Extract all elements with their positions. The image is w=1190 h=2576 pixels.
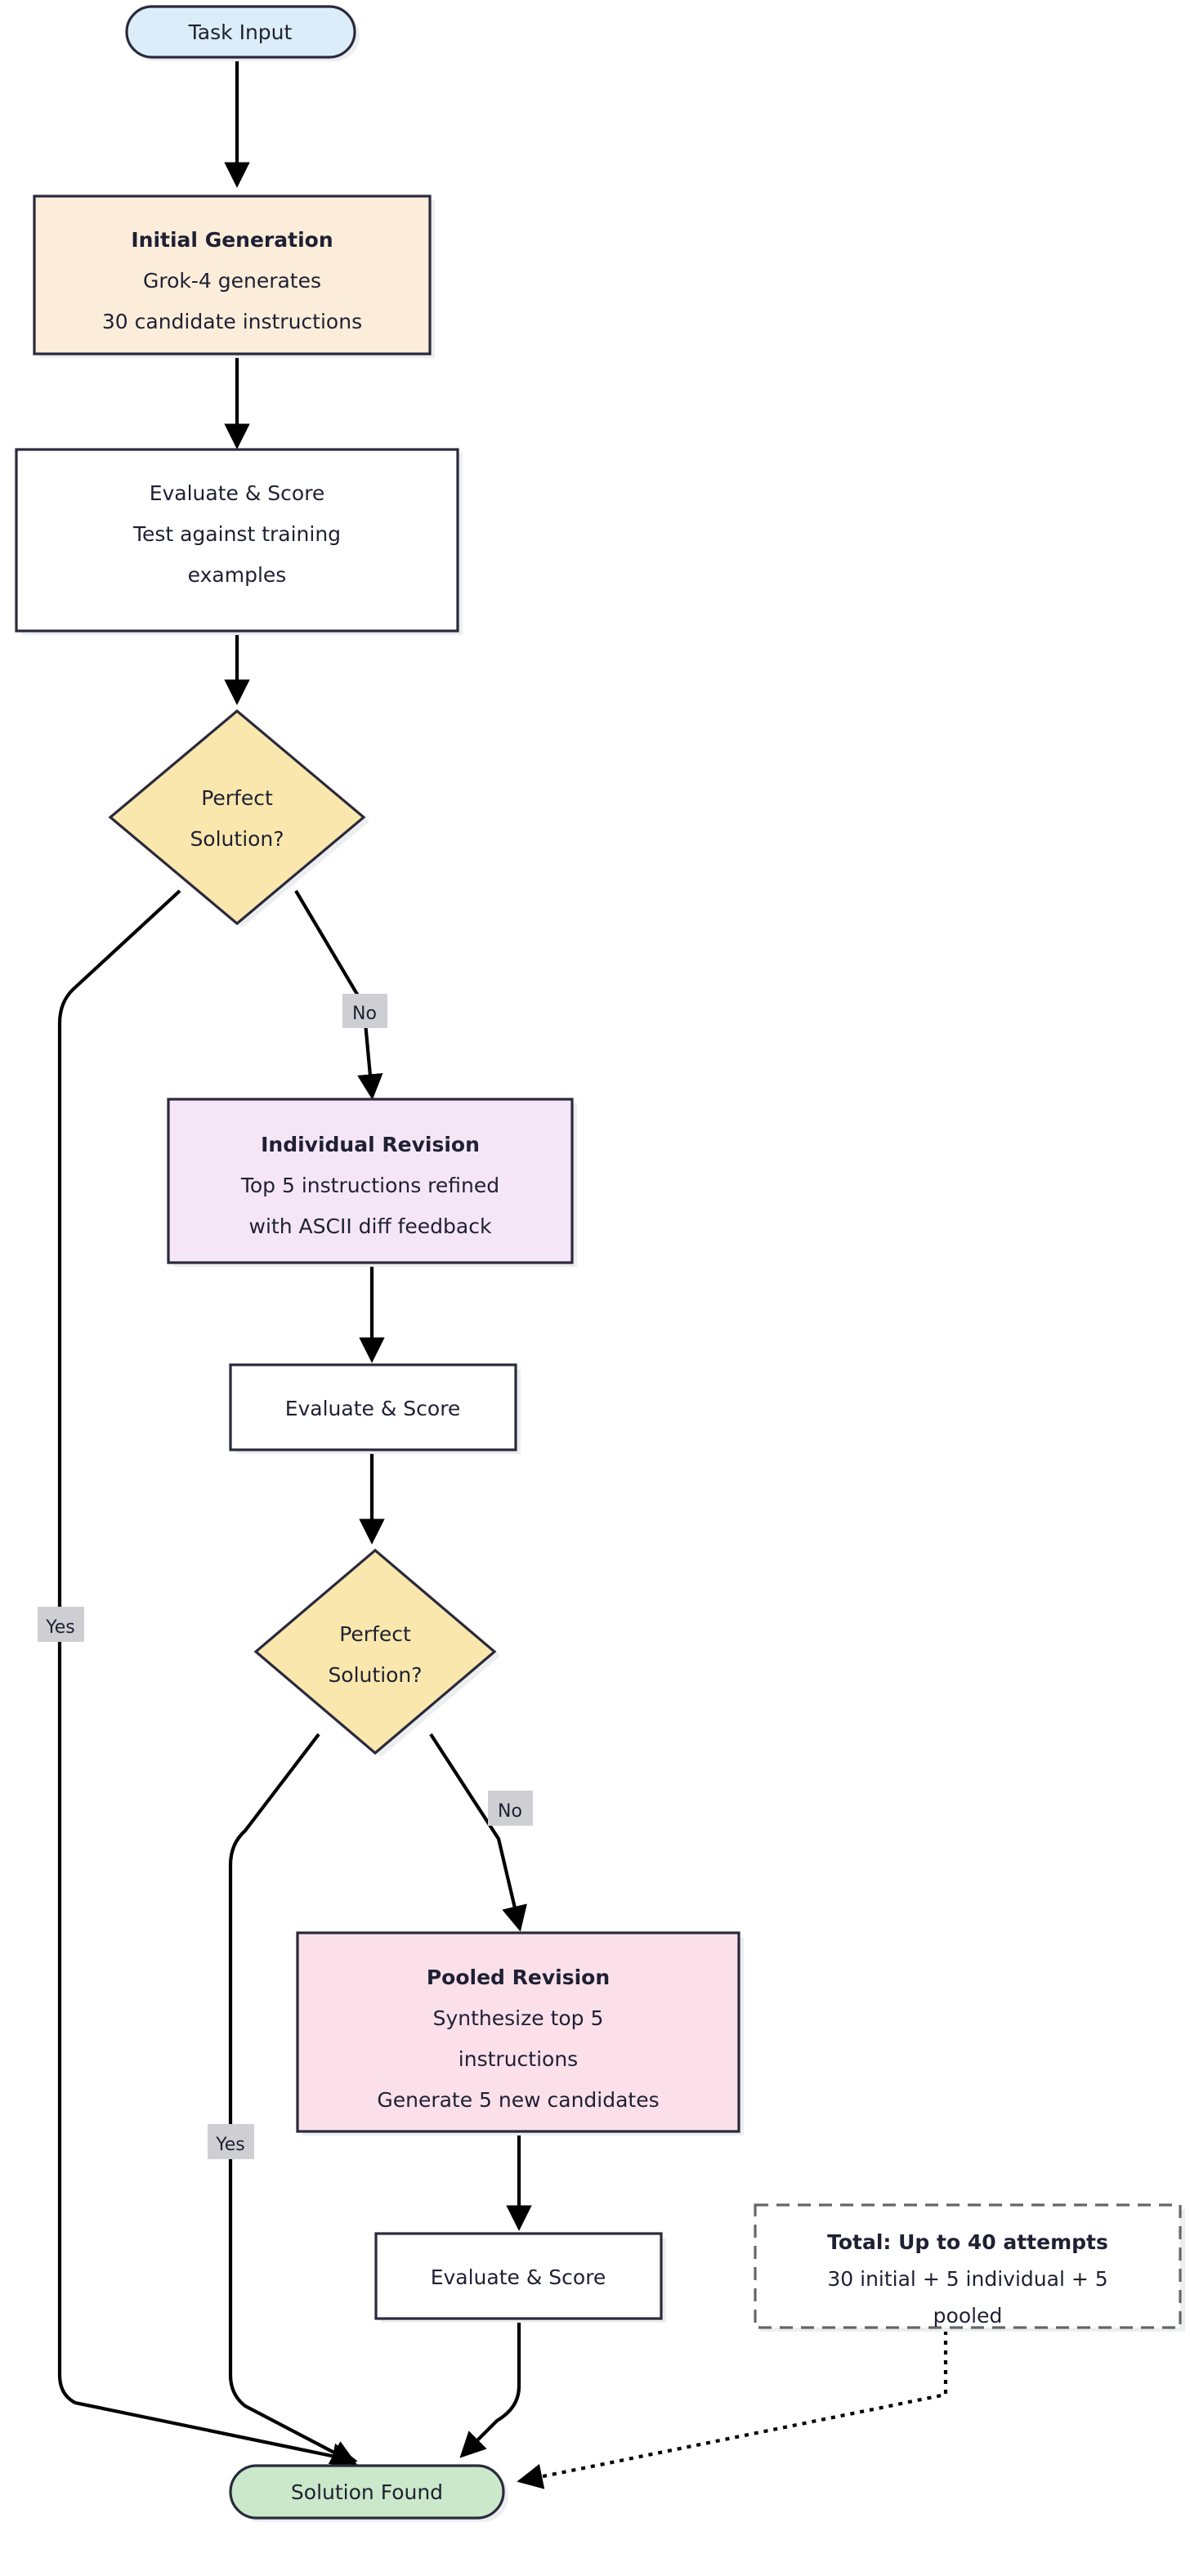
edge-label-no-1: No <box>342 994 387 1028</box>
node-total-note: Total: Up to 40 attempts 30 initial + 5 … <box>754 2203 1185 2332</box>
pooled-revision-line2: instructions <box>459 2047 578 2071</box>
evaluate-3-line1: Evaluate & Score <box>431 2265 606 2289</box>
total-note-line2: pooled <box>933 2304 1003 2328</box>
evaluate-2-line1: Evaluate & Score <box>285 1397 461 1420</box>
edge-decision-1-no-to-individual-revision <box>294 889 383 1100</box>
pooled-revision-line3: Generate 5 new candidates <box>377 2088 659 2112</box>
initial-generation-line2: 30 candidate instructions <box>102 310 362 333</box>
evaluate-1-line3: examples <box>188 563 287 587</box>
node-decision-perfect-solution-2[interactable]: Perfect Solution? <box>253 1548 500 1757</box>
node-individual-revision[interactable]: Individual Revision Top 5 instructions r… <box>167 1098 577 1267</box>
node-solution-found[interactable]: Solution Found <box>229 2464 508 2522</box>
node-decision-perfect-solution-1[interactable]: Perfect Solution? <box>108 709 369 928</box>
node-evaluate-score-1[interactable]: Evaluate & Score Test against training e… <box>15 448 463 635</box>
edge-label-yes-2-text: Yes <box>215 2135 245 2155</box>
decision-1-line1: Perfect <box>201 786 273 810</box>
initial-generation-line1: Grok-4 generates <box>143 269 321 293</box>
edge-decision-2-yes-to-solution-found <box>228 1733 357 2465</box>
edge-evaluate-3-to-solution-found <box>459 2318 521 2458</box>
edge-decision-1-yes-to-solution-found <box>57 889 358 2469</box>
node-evaluate-score-2[interactable]: Evaluate & Score <box>229 1363 521 1454</box>
pooled-revision-line1: Synthesize top 5 <box>433 2006 604 2030</box>
edge-decision-2-no-to-pooled-revision <box>429 1733 527 1932</box>
edge-label-no-2-text: No <box>498 1801 522 1822</box>
total-note-line1: 30 initial + 5 individual + 5 <box>827 2267 1107 2291</box>
node-evaluate-score-3[interactable]: Evaluate & Score <box>374 2232 666 2323</box>
individual-revision-line2: with ASCII diff feedback <box>249 1214 492 1238</box>
decision-2-line1: Perfect <box>339 1622 411 1646</box>
node-pooled-revision[interactable]: Pooled Revision Synthesize top 5 instruc… <box>296 1931 744 2135</box>
edge-label-yes-2: Yes <box>208 2124 254 2159</box>
individual-revision-line1: Top 5 instructions refined <box>240 1174 499 1197</box>
task-input-label: Task Input <box>188 20 293 44</box>
total-note-title: Total: Up to 40 attempts <box>827 2230 1108 2254</box>
decision-1-line2: Solution? <box>190 827 284 851</box>
edge-total-note-to-solution-found <box>517 2331 948 2489</box>
edge-label-yes-1-text: Yes <box>45 1617 75 1638</box>
pooled-revision-title: Pooled Revision <box>427 1966 610 1989</box>
individual-revision-title: Individual Revision <box>261 1133 480 1156</box>
decision-2-line2: Solution? <box>328 1663 422 1687</box>
evaluate-1-line2: Test against training <box>132 522 341 546</box>
edge-label-no-2: No <box>488 1791 533 1826</box>
edge-label-yes-1: Yes <box>38 1607 84 1642</box>
evaluate-1-line1: Evaluate & Score <box>150 481 325 505</box>
edge-label-no-1-text: No <box>352 1004 377 1024</box>
solution-found-label: Solution Found <box>291 2480 443 2504</box>
node-initial-generation[interactable]: Initial Generation Grok-4 generates 30 c… <box>33 195 435 358</box>
initial-generation-title: Initial Generation <box>131 228 333 252</box>
node-task-input[interactable]: Task Input <box>125 5 360 61</box>
edge-labels-layer: No Yes No Yes <box>38 994 533 2159</box>
